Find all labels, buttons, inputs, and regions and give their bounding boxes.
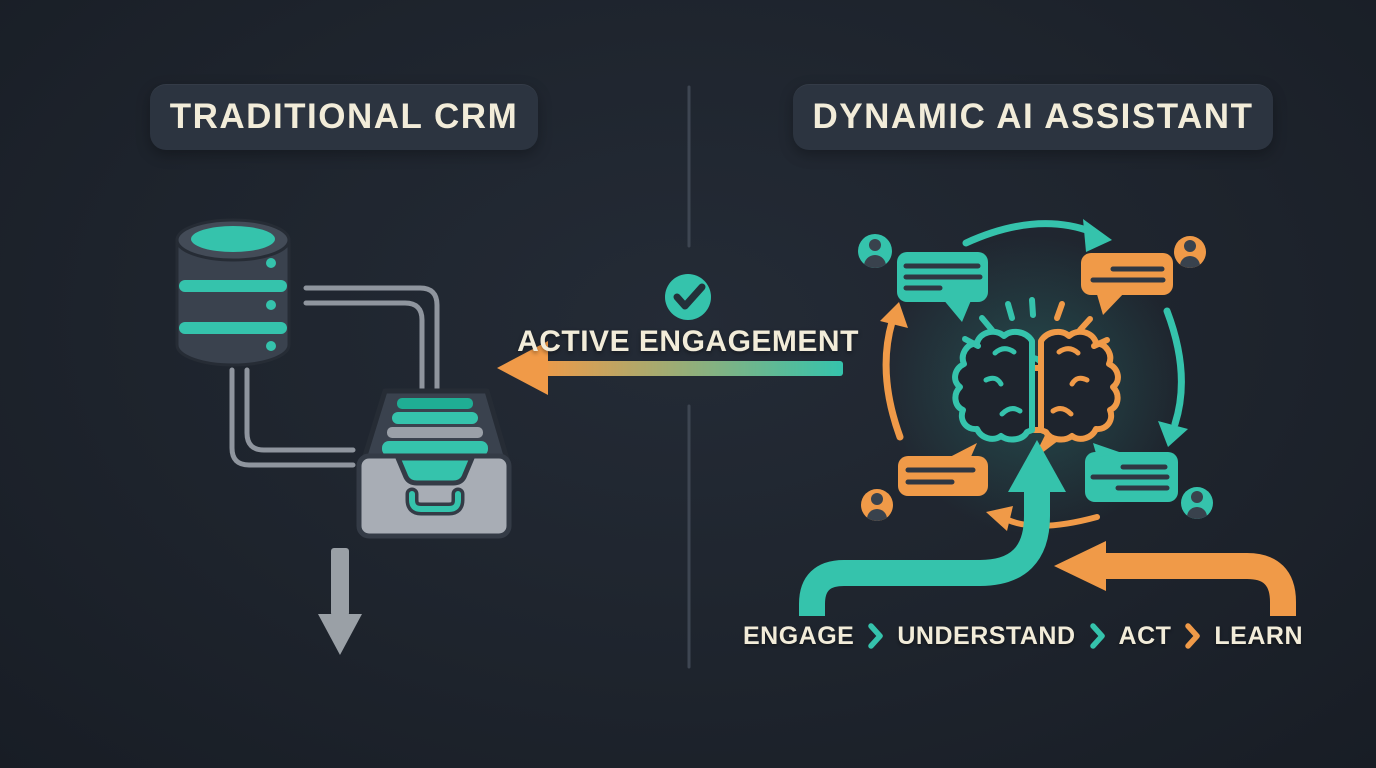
- chat-bubble-top-left: [897, 252, 988, 322]
- user-avatar-bottom-right: [1181, 487, 1213, 519]
- user-avatar-bottom-left: [861, 489, 893, 521]
- flow-step-act: ACT: [1118, 621, 1172, 650]
- engagement-arrow: [497, 341, 843, 395]
- left-panel-title: TRADITIONAL CRM: [150, 84, 538, 150]
- flow-step-understand: UNDERSTAND: [897, 621, 1076, 650]
- chat-bubble-top-right: [1081, 253, 1173, 315]
- flow-step-engage: ENGAGE: [743, 621, 855, 650]
- check-circle-icon: [665, 274, 711, 320]
- archive-drawer-icon: [356, 388, 512, 539]
- database-icon: [175, 218, 291, 367]
- flow-steps-row: ENGAGE UNDERSTAND ACT LEARN: [743, 619, 1303, 653]
- chat-bubble-bottom-right: [1085, 443, 1178, 502]
- chevron-right-icon: [867, 622, 884, 650]
- user-avatar-top-left: [858, 234, 892, 268]
- connector-pipes: [229, 285, 440, 468]
- flow-step-learn: LEARN: [1214, 621, 1304, 650]
- chevron-right-icon: [1089, 622, 1106, 650]
- active-engagement-label: ACTIVE ENGAGEMENT: [517, 325, 859, 358]
- engage-pipe-arrow: [799, 440, 1066, 616]
- chat-bubble-bottom-left: [898, 443, 988, 496]
- right-panel-title: DYNAMIC AI ASSISTANT: [793, 84, 1273, 150]
- ai-brain-chat-icon: [952, 297, 1121, 453]
- down-arrow-icon: [318, 548, 362, 655]
- user-avatar-top-right: [1174, 236, 1206, 268]
- spark-rays: [962, 297, 1110, 349]
- learn-pipe-arrow: [1054, 541, 1296, 616]
- chevron-right-icon: [1184, 622, 1201, 650]
